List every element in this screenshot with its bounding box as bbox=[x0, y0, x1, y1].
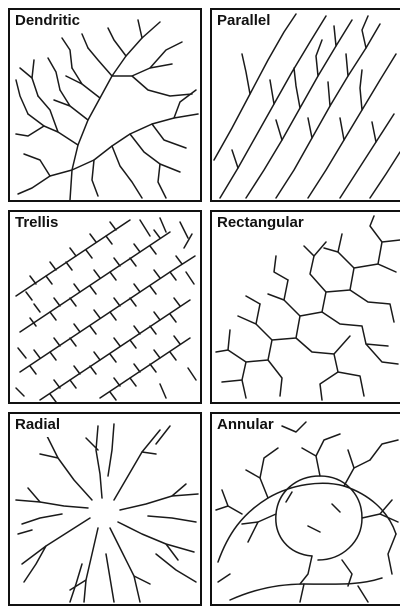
annular-pattern-drawing bbox=[212, 414, 400, 604]
rectangular-pattern-drawing bbox=[212, 212, 400, 402]
dendritic-pattern-drawing bbox=[10, 10, 200, 200]
panel-label-trellis: Trellis bbox=[12, 213, 62, 235]
radial-pattern-drawing bbox=[10, 414, 200, 604]
panel-label-rectangular: Rectangular bbox=[214, 213, 308, 235]
trellis-pattern-drawing bbox=[10, 212, 200, 402]
panel-dendritic: Dendritic bbox=[8, 8, 202, 202]
panel-label-parallel: Parallel bbox=[214, 11, 274, 33]
panel-label-radial: Radial bbox=[12, 415, 64, 437]
panel-label-annular: Annular bbox=[214, 415, 278, 437]
panel-trellis: Trellis bbox=[8, 210, 202, 404]
panel-annular: Annular bbox=[210, 412, 400, 606]
panel-rectangular: Rectangular bbox=[210, 210, 400, 404]
panel-radial: Radial bbox=[8, 412, 202, 606]
panel-parallel: Parallel bbox=[210, 8, 400, 202]
panel-label-dendritic: Dendritic bbox=[12, 11, 84, 33]
parallel-pattern-drawing bbox=[212, 10, 400, 200]
